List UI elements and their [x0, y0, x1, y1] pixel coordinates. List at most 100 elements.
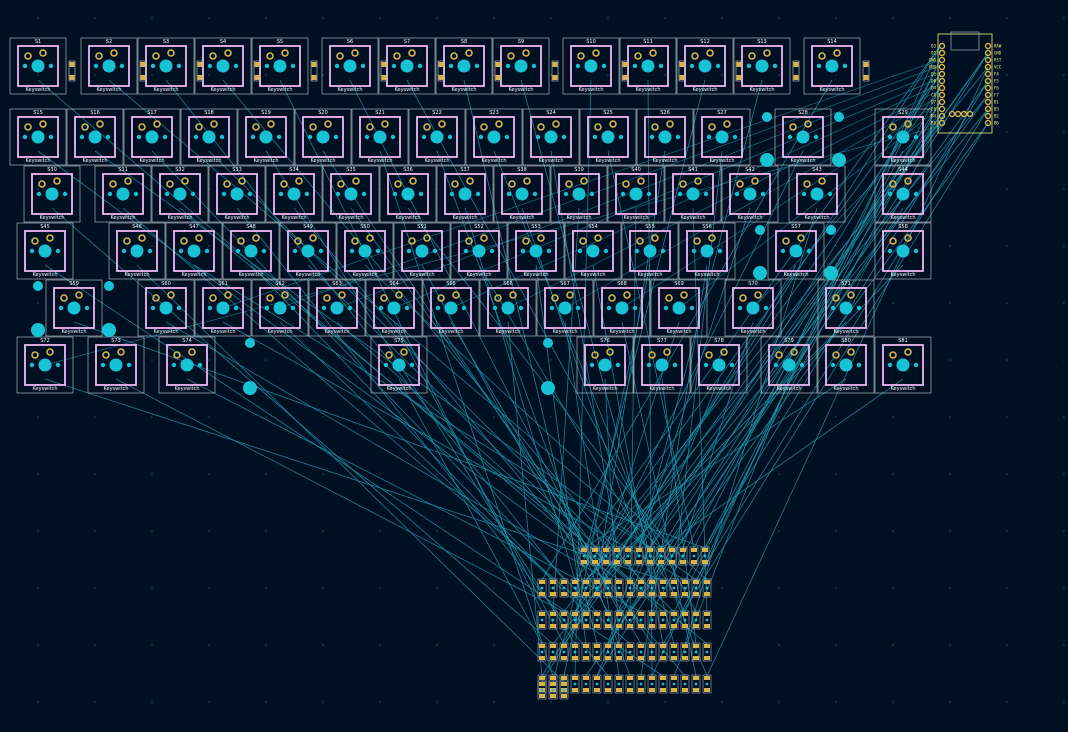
diode-footprint-unplaced[interactable] [625, 674, 635, 694]
diode-footprint-unplaced[interactable] [680, 642, 690, 662]
diode-footprint-unplaced[interactable] [647, 610, 657, 630]
diode-footprint-s11[interactable] [678, 60, 686, 82]
diode-footprint-unplaced[interactable] [570, 642, 580, 662]
diode-footprint-unplaced[interactable] [590, 546, 600, 566]
diode-footprint-unplaced[interactable] [548, 578, 558, 598]
diode-footprint-s9[interactable] [551, 60, 559, 82]
diode-footprint-unplaced[interactable] [669, 610, 679, 630]
diode-footprint-unplaced[interactable] [614, 642, 624, 662]
diode-footprint-s3[interactable] [196, 60, 204, 82]
diode-footprint-unplaced[interactable] [702, 674, 712, 694]
diode-footprint-unplaced[interactable] [548, 610, 558, 630]
diode-footprint-unplaced[interactable] [614, 610, 624, 630]
diode-footprint-unplaced[interactable] [634, 546, 644, 566]
diode-footprint-unplaced[interactable] [570, 674, 580, 694]
diode-footprint-unplaced[interactable] [603, 578, 613, 598]
diode-footprint-unplaced[interactable] [680, 674, 690, 694]
diode-footprint-unplaced[interactable] [700, 546, 710, 566]
diode-footprint-unplaced[interactable] [537, 578, 547, 598]
diode-footprint-unplaced[interactable] [658, 642, 668, 662]
controller-footprint[interactable]: D3D2GNDGNDD1D0D4C6D7E6B4B5RAWGNDRSTVCCF4… [929, 31, 1002, 134]
diode-footprint-unplaced[interactable] [658, 578, 668, 598]
diode-footprint-unplaced[interactable] [689, 546, 699, 566]
diode-footprint-unplaced[interactable] [678, 546, 688, 566]
diode-footprint-unplaced[interactable] [680, 610, 690, 630]
diode-footprint-s4[interactable] [253, 60, 261, 82]
diode-footprint-s8[interactable] [494, 60, 502, 82]
diode-footprint-unplaced[interactable] [702, 578, 712, 598]
diode-footprint-s10[interactable] [621, 60, 629, 82]
diode-footprint-unplaced[interactable] [603, 610, 613, 630]
diode-footprint-unplaced[interactable] [559, 578, 569, 598]
diode-footprint-unplaced[interactable] [702, 610, 712, 630]
diode-footprint-unplaced[interactable] [636, 578, 646, 598]
diode-footprint-unplaced[interactable] [623, 546, 633, 566]
diode-footprint-unplaced[interactable] [691, 674, 701, 694]
diode-footprint-s6[interactable] [380, 60, 388, 82]
diode-footprint-unplaced[interactable] [592, 642, 602, 662]
diode-footprint-unplaced[interactable] [570, 610, 580, 630]
diode-footprint-unplaced[interactable] [603, 642, 613, 662]
diode-footprint-unplaced[interactable] [658, 674, 668, 694]
diode-footprint-s14[interactable] [862, 60, 870, 82]
diode-footprint-unplaced[interactable] [581, 674, 591, 694]
diode-footprint-unplaced[interactable] [570, 578, 580, 598]
diode-footprint-unplaced[interactable] [537, 680, 547, 700]
diode-footprint-unplaced[interactable] [691, 610, 701, 630]
diode-footprint-unplaced[interactable] [647, 674, 657, 694]
diode-footprint-unplaced[interactable] [656, 546, 666, 566]
diode-footprint-unplaced[interactable] [636, 642, 646, 662]
